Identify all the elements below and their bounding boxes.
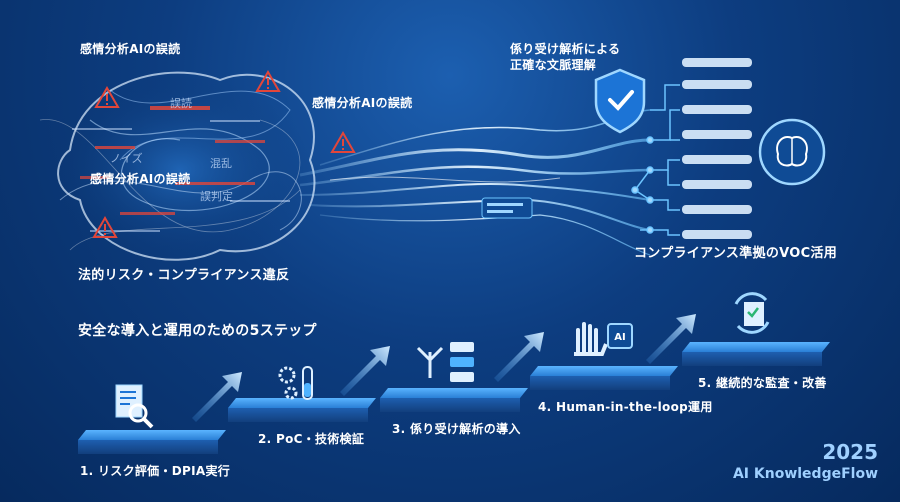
steps-heading: 安全な導入と運用のための5ステップ	[78, 323, 317, 339]
step-3-label: 3. 係り受け解析の導入	[392, 422, 521, 436]
progress-arrows	[192, 314, 696, 422]
document-magnifier-icon	[115, 384, 154, 429]
brain-icon	[758, 118, 826, 186]
dependency-tree	[631, 84, 680, 236]
shield-check-icon	[594, 68, 646, 134]
dependency-parsing-title: 係り受け解析による	[510, 42, 621, 56]
flowchart-icon	[416, 342, 474, 382]
step-5-label: 5. 継続的な監査・改善	[698, 376, 827, 390]
steps-staircase	[78, 342, 830, 454]
warning-icons	[92, 70, 356, 238]
compliance-voc-label: コンプライアンス準拠のVOC活用	[634, 246, 838, 261]
noise-text: 誤読	[170, 97, 192, 110]
noise-text: 誤判定	[200, 190, 233, 203]
step-2-label: 2. PoC・技術検証	[258, 432, 365, 446]
gears-testtube-icon	[278, 366, 313, 400]
misread-label-top: 感情分析AIの誤読	[80, 42, 181, 56]
noise-text: 混乱	[210, 157, 232, 170]
refresh-checklist-icon	[734, 292, 770, 334]
noise-text: ノイズ	[110, 152, 143, 165]
context-understanding-title: 正確な文脈理解	[510, 58, 597, 72]
parsed-list	[481, 58, 752, 239]
legal-risk-label: 法的リスク・コンプライアンス違反	[78, 268, 290, 283]
svg-text:AI: AI	[614, 332, 625, 343]
misread-label-mid: 感情分析AIの誤読	[312, 96, 413, 110]
hand-ai-chip-icon: AI	[574, 322, 633, 356]
brand-year: 2025	[822, 440, 878, 464]
data-stream	[299, 109, 651, 256]
brand-name: AI KnowledgeFlow	[732, 466, 878, 482]
step-1-label: 1. リスク評価・DPIA実行	[80, 464, 231, 478]
chaotic-brain	[39, 71, 316, 265]
step-4-label: 4. Human-in-the-loop運用	[538, 400, 713, 414]
misread-label-left: 感情分析AIの誤読	[90, 172, 191, 186]
